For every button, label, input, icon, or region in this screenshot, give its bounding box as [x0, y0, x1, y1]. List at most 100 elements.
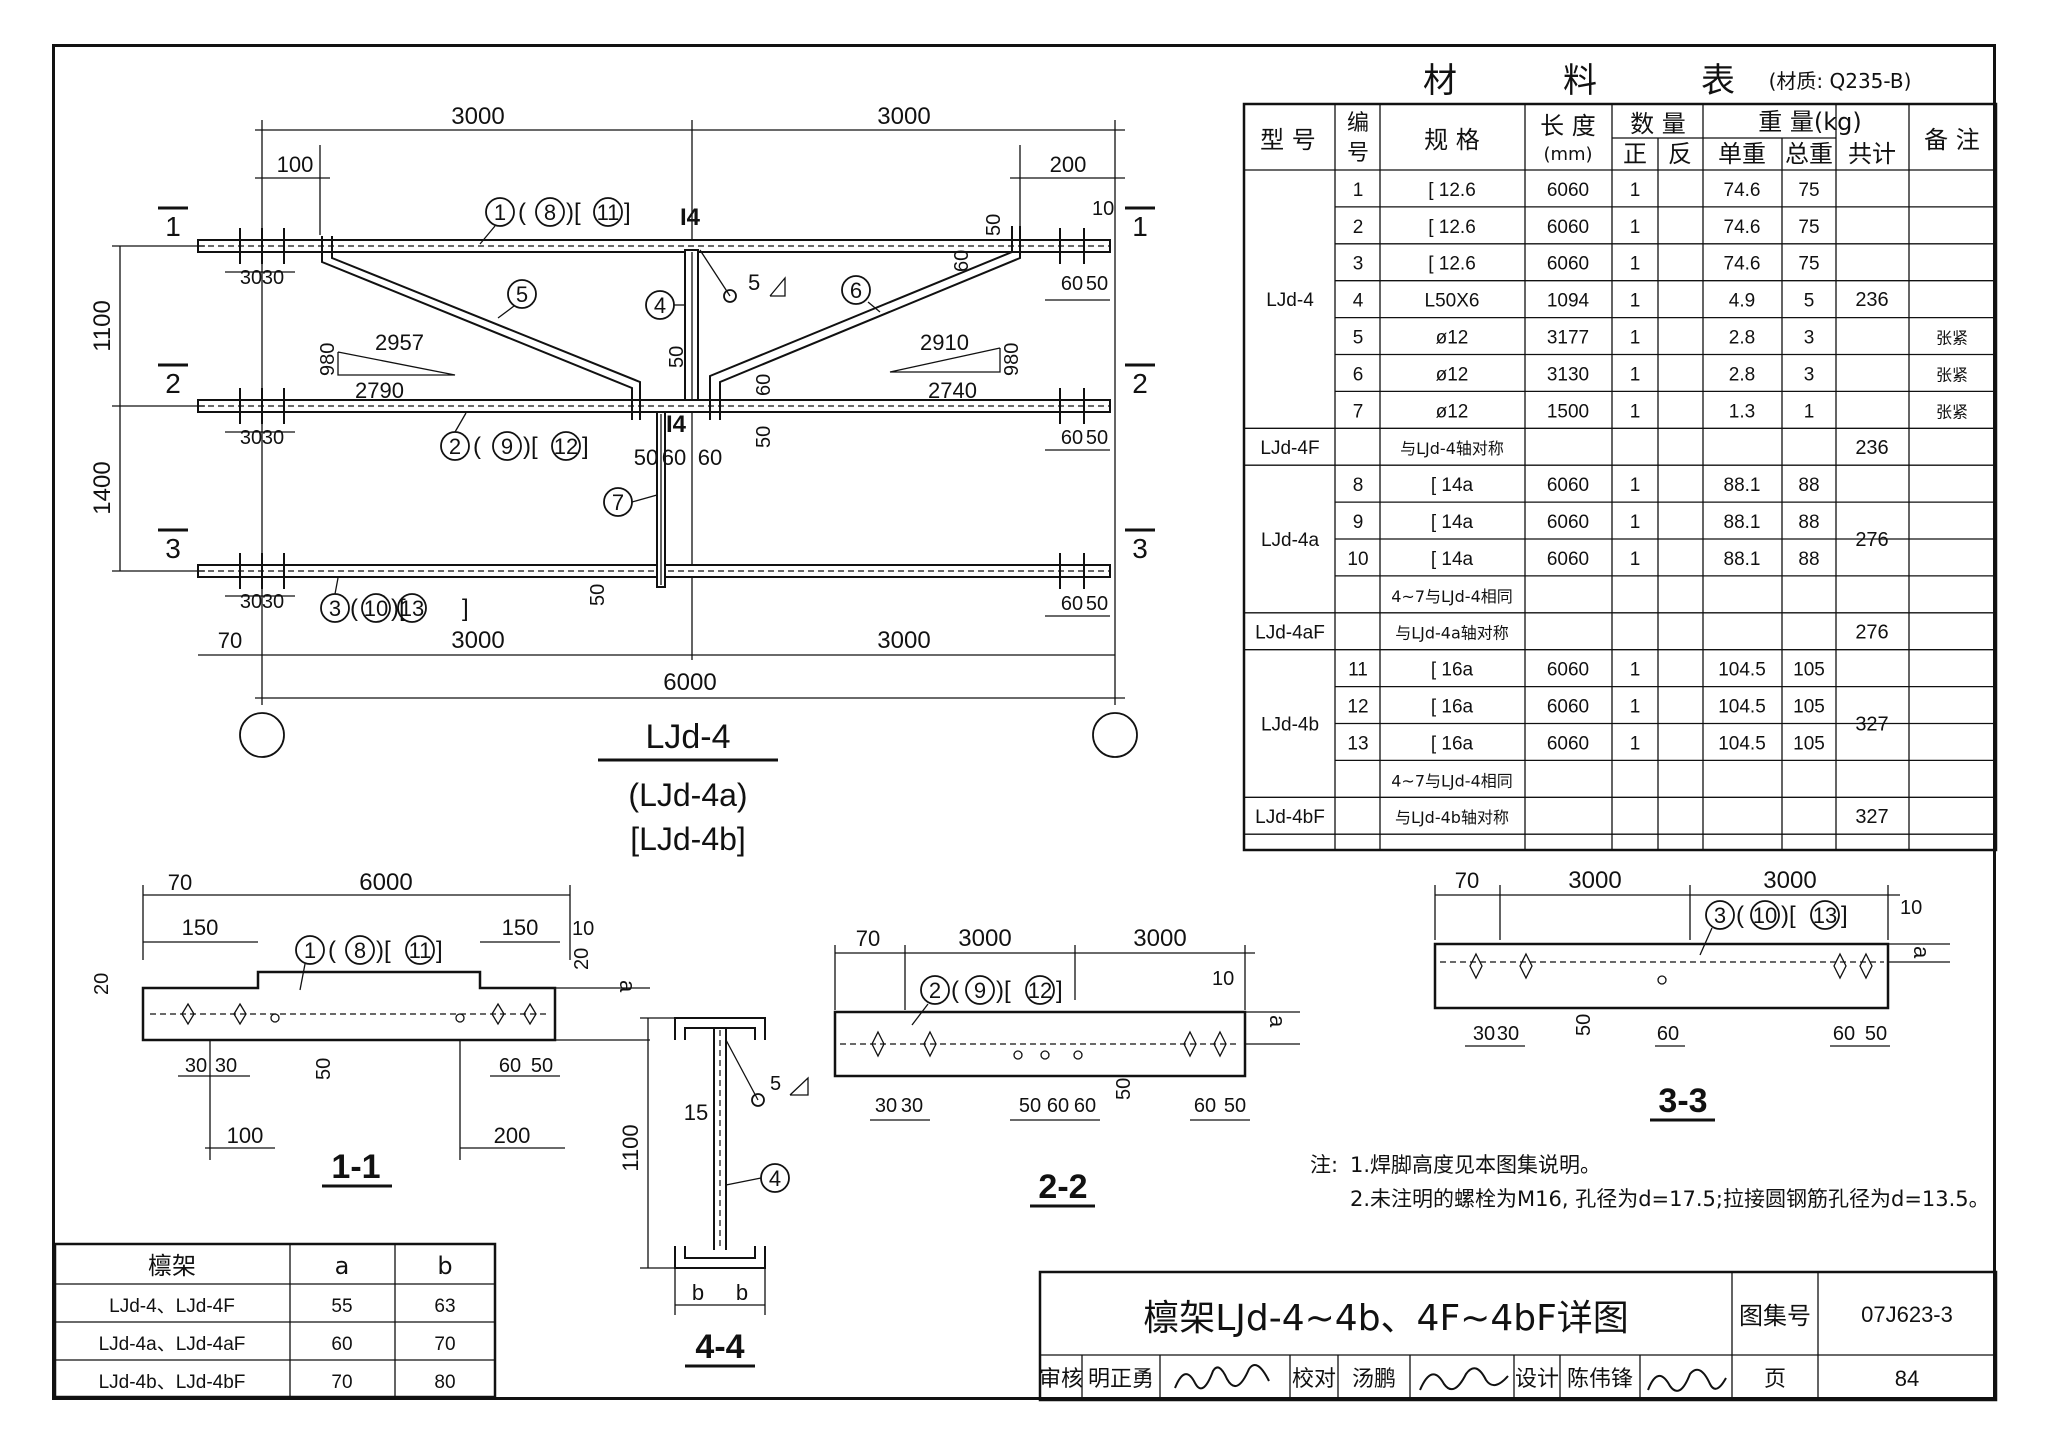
- drawing-title: LJd-4: [645, 718, 730, 756]
- svg-text:11: 11: [409, 938, 432, 963]
- svg-text:10: 10: [1212, 968, 1234, 990]
- row-unit-weight: 74.6: [1724, 217, 1761, 238]
- row-spec: [ 12.6: [1428, 254, 1476, 275]
- svg-text:60: 60: [1074, 1095, 1096, 1117]
- svg-text:980: 980: [317, 343, 339, 376]
- row-spec: ø12: [1436, 364, 1469, 385]
- svg-text:50: 50: [753, 426, 775, 448]
- svg-text:LJd-4a、LJd-4aF: LJd-4a、LJd-4aF: [99, 1334, 246, 1355]
- svg-text:60: 60: [662, 445, 686, 470]
- svg-text:]: ]: [462, 595, 469, 622]
- dim-span-bottom-2: 3000: [877, 627, 930, 654]
- row-unit-weight: 88.1: [1724, 475, 1761, 496]
- svg-text:表: 表: [1701, 61, 1735, 101]
- svg-text:]: ]: [1056, 977, 1063, 1004]
- svg-text:30: 30: [215, 1055, 237, 1077]
- svg-text:2: 2: [1132, 368, 1148, 399]
- svg-text:3000: 3000: [1763, 867, 1816, 894]
- svg-text:型 号: 型 号: [1260, 126, 1316, 154]
- row-length: 3177: [1547, 328, 1589, 349]
- svg-text:2957: 2957: [375, 330, 424, 355]
- svg-text:5: 5: [516, 282, 528, 307]
- svg-text:(材质: Q235-B): (材质: Q235-B): [1769, 69, 1912, 93]
- row-sum: 236: [1855, 289, 1888, 311]
- svg-text:10: 10: [364, 596, 388, 621]
- svg-text:60: 60: [1061, 427, 1083, 449]
- svg-text:4: 4: [769, 1166, 781, 1191]
- svg-text:1100: 1100: [618, 1124, 643, 1171]
- atlas-number: 07J623-3: [1861, 1302, 1953, 1327]
- title-block: 檩架LJd-4~4b、4F~4bF详图 图集号 07J623-3 审核 明正勇 …: [1038, 1270, 1998, 1402]
- section-4-4-title: 4-4: [695, 1328, 744, 1366]
- svg-text:8: 8: [544, 200, 556, 225]
- svg-text:编: 编: [1347, 111, 1369, 136]
- row-length: 6060: [1547, 697, 1589, 718]
- row-unit-weight: 104.5: [1718, 733, 1766, 754]
- row-spec: 与LJd-4轴对称: [1400, 439, 1504, 458]
- svg-text:980: 980: [1001, 343, 1023, 376]
- svg-text:总重: 总重: [1785, 140, 1833, 168]
- svg-text:15: 15: [684, 1100, 708, 1125]
- row-qty: 1: [1630, 660, 1641, 681]
- svg-text:100: 100: [227, 1123, 264, 1148]
- svg-text:50: 50: [666, 346, 688, 368]
- row-no: 9: [1353, 512, 1364, 533]
- row-sum: 327: [1855, 806, 1888, 828]
- svg-text:60: 60: [499, 1055, 521, 1077]
- svg-text:70: 70: [1455, 868, 1479, 893]
- row-spec: [ 16a: [1431, 733, 1474, 754]
- svg-text:10: 10: [1753, 903, 1777, 928]
- row-length: 6060: [1547, 733, 1589, 754]
- drawing-subtitle-a: (LJd-4a): [628, 777, 747, 813]
- row-no: 7: [1353, 401, 1364, 422]
- svg-text:规 格: 规 格: [1424, 126, 1480, 154]
- row-spec: [ 14a: [1431, 512, 1474, 533]
- svg-text:数 量: 数 量: [1630, 110, 1686, 138]
- svg-text:注:: 注:: [1310, 1153, 1338, 1177]
- svg-text:30: 30: [185, 1055, 207, 1077]
- row-qty: 1: [1630, 401, 1641, 422]
- row-qty: 1: [1630, 512, 1641, 533]
- row-no: 10: [1347, 549, 1368, 570]
- row-qty: 1: [1630, 475, 1641, 496]
- svg-text:20: 20: [91, 973, 113, 995]
- row-length: 3130: [1547, 364, 1589, 385]
- svg-text:50: 50: [983, 214, 1005, 236]
- dim-span-bottom-1: 3000: [451, 627, 504, 654]
- svg-text:(: (: [473, 433, 481, 460]
- section-1-1: 70 6000 150 150 10 20 20 a 1 8 11 ()[] 3…: [91, 869, 650, 1188]
- ab-table: 檩架 a b LJd-4、LJd-4F 55 63 LJd-4a、LJd-4aF…: [53, 1242, 497, 1399]
- svg-text:150: 150: [182, 915, 219, 940]
- svg-text:备 注: 备 注: [1924, 126, 1980, 154]
- row-length: 6060: [1547, 475, 1589, 496]
- svg-text:3: 3: [1714, 903, 1726, 928]
- drawing-subtitle-b: [LJd-4b]: [630, 821, 746, 857]
- svg-text:70: 70: [856, 926, 880, 951]
- svg-text:审核: 审核: [1039, 1367, 1083, 1392]
- row-spec: 4~7与LJd-4相同: [1391, 771, 1513, 790]
- row-qty: 1: [1630, 364, 1641, 385]
- svg-text:150: 150: [502, 915, 539, 940]
- svg-text:50: 50: [1865, 1023, 1887, 1045]
- row-no: 13: [1347, 733, 1368, 754]
- row-sum: 236: [1855, 437, 1888, 459]
- svg-text:30: 30: [240, 591, 262, 613]
- row-spec: ø12: [1436, 401, 1469, 422]
- svg-text:30: 30: [901, 1095, 923, 1117]
- svg-text:]: ]: [624, 199, 631, 226]
- dim-100-top: 100: [277, 152, 314, 177]
- svg-text:LJd-4、LJd-4F: LJd-4、LJd-4F: [109, 1296, 235, 1317]
- row-length: 6060: [1547, 180, 1589, 201]
- svg-text:檩架: 檩架: [148, 1252, 196, 1280]
- signature-designer: [1647, 1368, 1727, 1392]
- svg-text:)[: )[: [376, 937, 391, 964]
- row-type: LJd-4a: [1261, 530, 1320, 551]
- page-number: 84: [1895, 1366, 1919, 1391]
- svg-text:60: 60: [1657, 1023, 1679, 1045]
- row-total-weight: 88: [1798, 475, 1819, 496]
- row-spec: [ 12.6: [1428, 180, 1476, 201]
- row-length: 6060: [1547, 217, 1589, 238]
- section-3-3: 70 3000 3000 10 a 3 10 13 ()[] 30 30 60 …: [1433, 867, 1950, 1122]
- svg-text:5: 5: [770, 1073, 781, 1095]
- svg-text:]: ]: [1841, 902, 1848, 929]
